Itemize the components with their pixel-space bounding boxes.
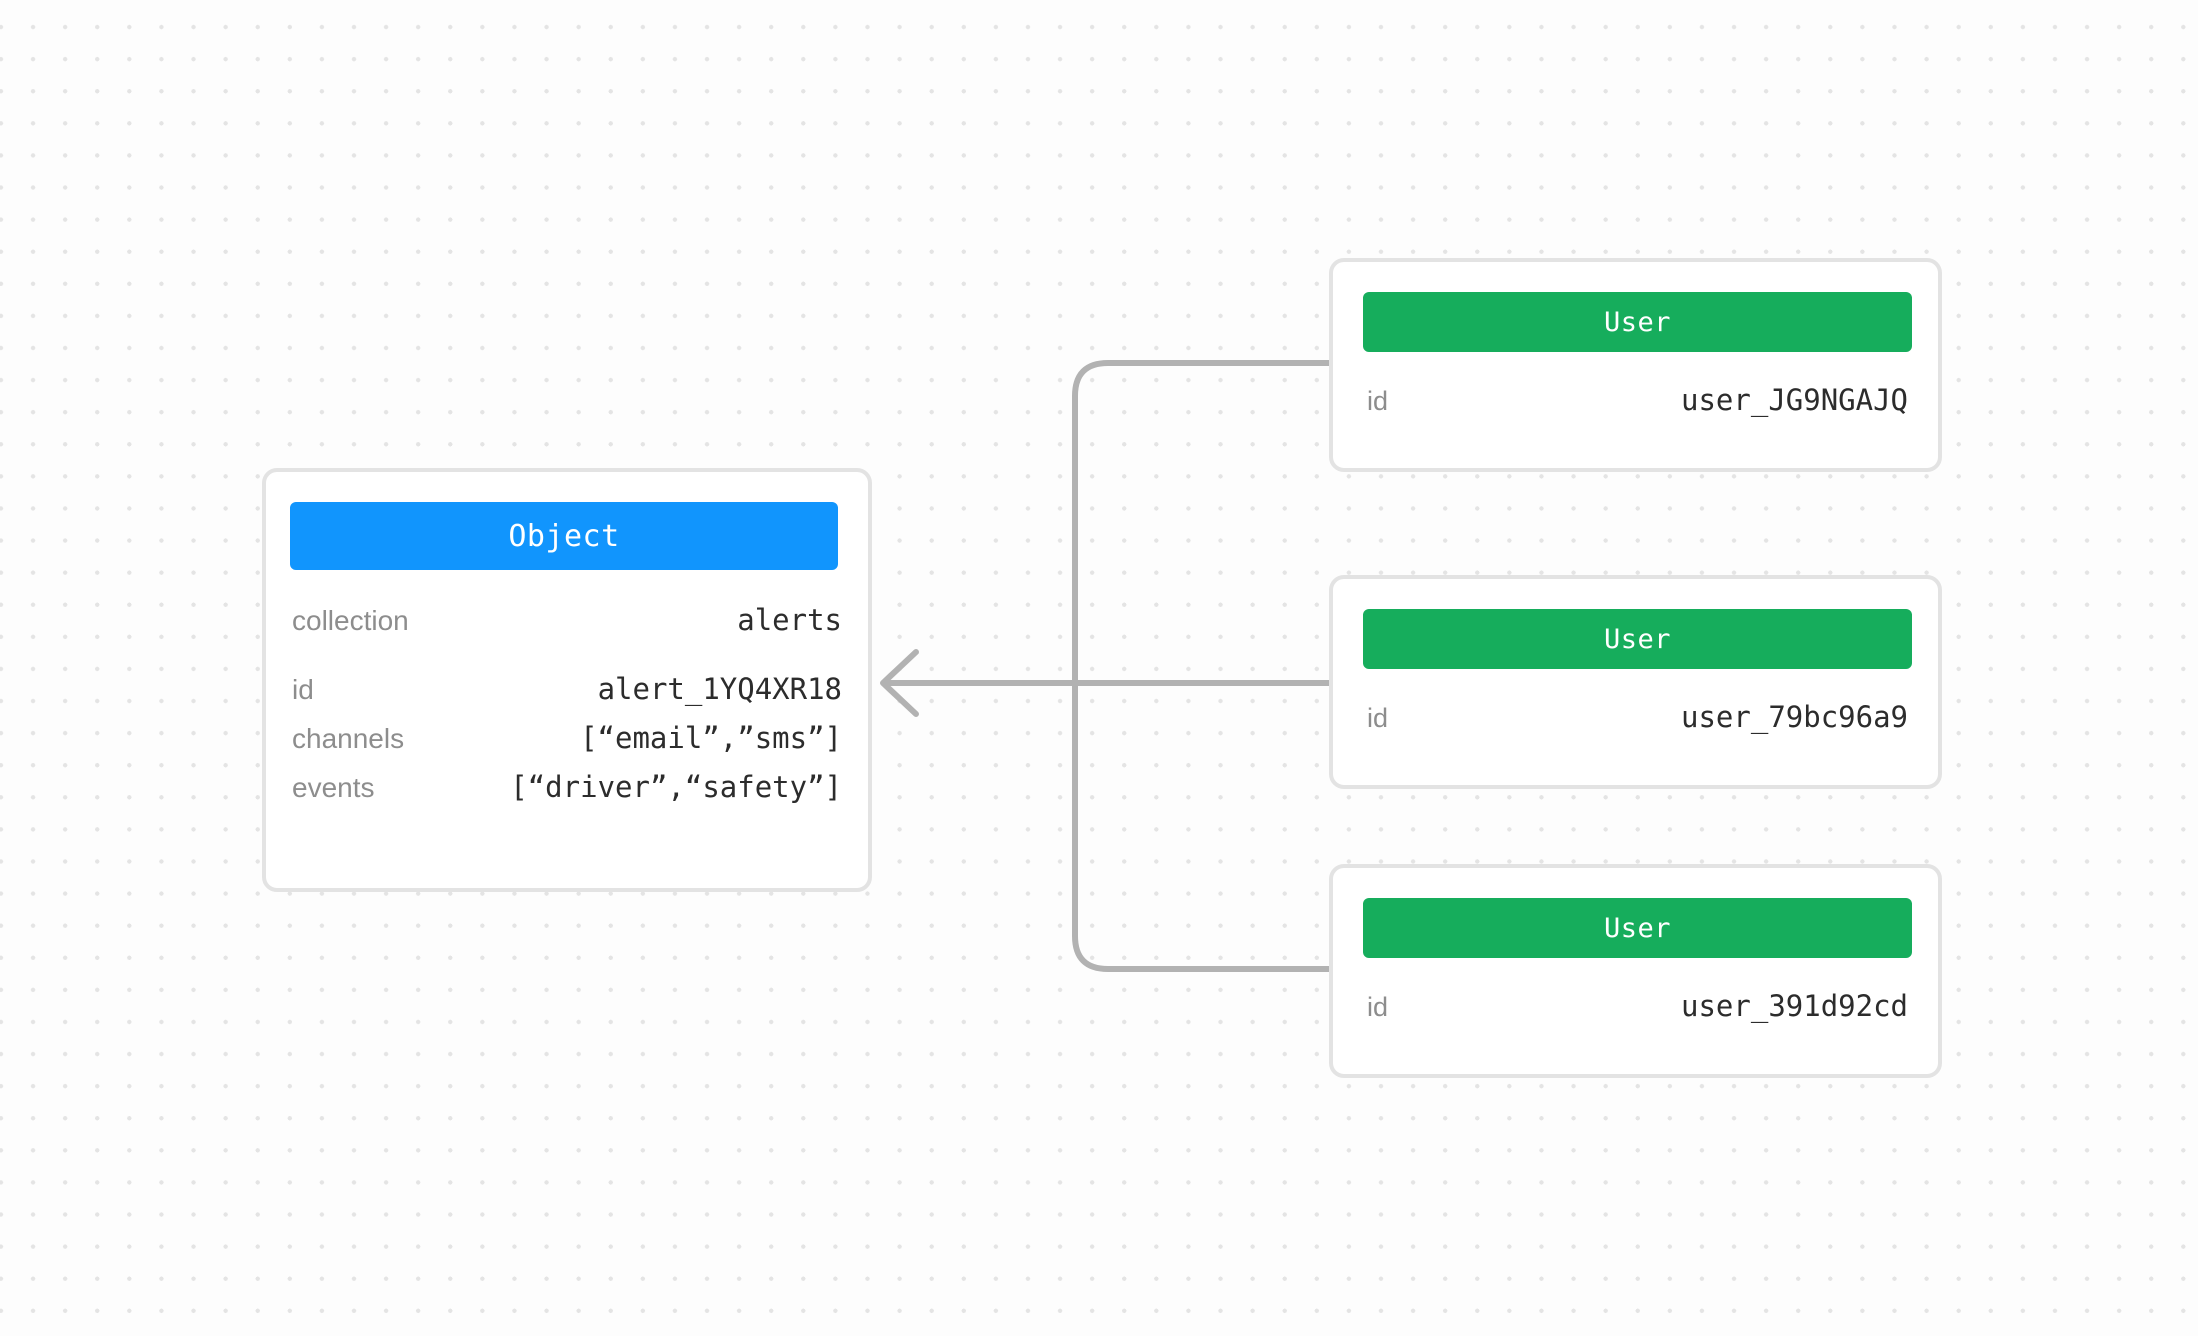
property-row: collection alerts xyxy=(292,596,842,645)
property-key: id xyxy=(1367,386,1389,416)
node-user-1-header[interactable]: User xyxy=(1363,292,1912,352)
edge-user-1 xyxy=(1072,360,1332,686)
property-row: channels [“email”,”sms”] xyxy=(292,714,842,763)
property-row: id user_79bc96a9 xyxy=(1367,695,1908,740)
property-key: id xyxy=(292,674,314,705)
property-key: channels xyxy=(292,723,405,754)
property-value: alerts xyxy=(737,603,842,637)
node-user-2[interactable]: User id user_79bc96a9 xyxy=(1329,575,1942,789)
node-user-1-properties: id user_JG9NGAJQ xyxy=(1367,378,1908,423)
property-key: events xyxy=(292,772,375,803)
property-key: collection xyxy=(292,605,409,636)
property-value: [“driver”,“safety”] xyxy=(510,770,842,804)
property-value: [“email”,”sms”] xyxy=(580,721,842,755)
edge-arrowhead xyxy=(880,649,919,717)
property-key: id xyxy=(1367,992,1389,1022)
property-key: id xyxy=(1367,703,1389,733)
node-object-properties: collection alerts id alert_1YQ4XR18 chan… xyxy=(292,596,842,812)
property-value: user_JG9NGAJQ xyxy=(1681,383,1908,417)
node-user-2-header[interactable]: User xyxy=(1363,609,1912,669)
property-value: user_79bc96a9 xyxy=(1681,700,1908,734)
edge-user-3 xyxy=(1072,680,1332,972)
property-row: id user_391d92cd xyxy=(1367,984,1908,1029)
property-row: id user_JG9NGAJQ xyxy=(1367,378,1908,423)
node-object[interactable]: Object collection alerts id alert_1YQ4XR… xyxy=(262,468,872,892)
property-value: alert_1YQ4XR18 xyxy=(597,672,842,706)
property-row: id alert_1YQ4XR18 xyxy=(292,665,842,714)
node-user-3[interactable]: User id user_391d92cd xyxy=(1329,864,1942,1078)
property-value: user_391d92cd xyxy=(1681,989,1908,1023)
node-user-2-properties: id user_79bc96a9 xyxy=(1367,695,1908,740)
node-user-3-header[interactable]: User xyxy=(1363,898,1912,958)
property-row: events [“driver”,“safety”] xyxy=(292,763,842,812)
node-user-3-properties: id user_391d92cd xyxy=(1367,984,1908,1029)
node-object-header[interactable]: Object xyxy=(290,502,838,570)
node-user-1[interactable]: User id user_JG9NGAJQ xyxy=(1329,258,1942,472)
